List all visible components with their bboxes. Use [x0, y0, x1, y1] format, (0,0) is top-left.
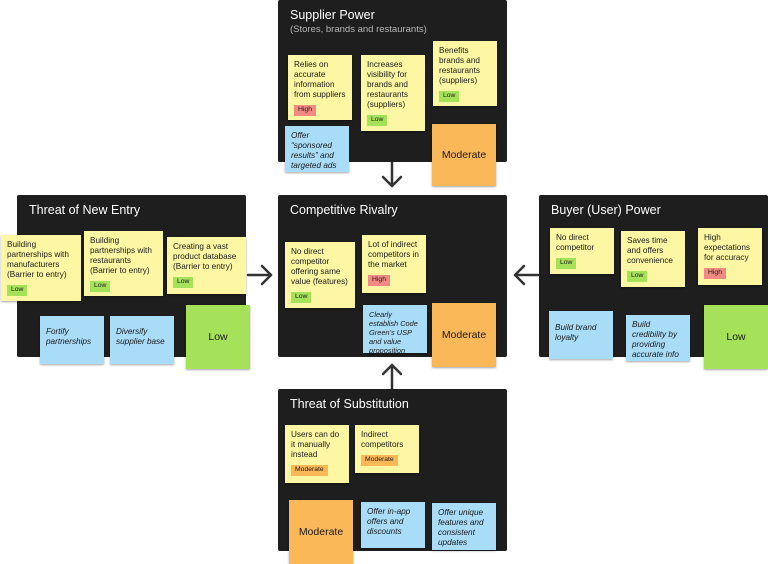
sticky-note-supplier-3[interactable]: Benefits brands and restaurants (supplie…: [433, 41, 497, 106]
sticky-note-buyer-action-1[interactable]: Build brand loyalty: [549, 311, 613, 359]
sticky-note-rivalry-action[interactable]: Clearly establish Code Green’s USP and v…: [363, 305, 427, 355]
rating-threat-of-substitution[interactable]: Moderate: [289, 500, 353, 564]
supplier-power-title: Supplier Power: [290, 8, 375, 22]
sticky-note-entry-action-2[interactable]: Diversify supplier base: [110, 316, 174, 364]
level-badge: Moderate: [291, 465, 328, 476]
sticky-note-substitution-2[interactable]: Indirect competitors Moderate: [355, 425, 419, 473]
sticky-note-substitution-action-1[interactable]: Offer in-app offers and discounts: [361, 502, 425, 548]
sticky-note-substitution-action-2[interactable]: Offer unique features and consistent upd…: [432, 503, 496, 550]
level-badge: Low: [173, 277, 194, 288]
level-badge: Low: [7, 285, 28, 296]
sticky-note-buyer-1[interactable]: No direct competitor Low: [550, 228, 614, 274]
sticky-note-supplier-1[interactable]: Relies on accurate information from supp…: [288, 55, 352, 120]
level-badge: Low: [90, 281, 111, 292]
rating-threat-of-new-entry[interactable]: Low: [186, 305, 250, 369]
sticky-note-buyer-3[interactable]: High expectations for accuracy High: [698, 228, 762, 285]
competitive-rivalry-title: Competitive Rivalry: [290, 203, 398, 217]
level-badge: Low: [627, 271, 648, 282]
threat-of-substitution-title: Threat of Substitution: [290, 397, 409, 411]
level-badge: Low: [367, 115, 388, 126]
buyer-power-title: Buyer (User) Power: [551, 203, 661, 217]
sticky-note-buyer-2[interactable]: Saves time and offers convenience Low: [621, 231, 685, 287]
sticky-note-entry-3[interactable]: Creating a vast product database (Barrie…: [167, 237, 246, 294]
arrow-substitution-to-rivalry: [381, 363, 403, 391]
rating-supplier-power[interactable]: Moderate: [432, 124, 496, 186]
level-badge: High: [368, 275, 390, 286]
level-badge: Low: [556, 258, 577, 269]
rating-competitive-rivalry[interactable]: Moderate: [432, 303, 496, 367]
rating-buyer-power[interactable]: Low: [704, 305, 768, 369]
level-badge: Low: [439, 91, 460, 102]
threat-of-new-entry-title: Threat of New Entry: [29, 203, 141, 217]
sticky-note-substitution-1[interactable]: Users can do it manually instead Moderat…: [285, 425, 349, 483]
supplier-power-subtitle: (Stores, brands and restaurants): [290, 24, 427, 35]
sticky-note-rivalry-2[interactable]: Lot of indirect competitors in the marke…: [362, 235, 426, 293]
level-badge: Low: [291, 292, 312, 303]
sticky-note-rivalry-1[interactable]: No direct competitor offering same value…: [285, 242, 355, 308]
sticky-note-entry-action-1[interactable]: Fortify partnerships: [40, 316, 104, 364]
sticky-note-entry-1[interactable]: Building partnerships with manufacturers…: [1, 235, 81, 301]
sticky-note-supplier-action[interactable]: Offer “sponsored results” and targeted a…: [285, 126, 349, 172]
sticky-note-supplier-2[interactable]: Increases visibility for brands and rest…: [361, 55, 425, 131]
sticky-note-entry-2[interactable]: Building partnerships with restaurants (…: [84, 231, 163, 296]
arrow-entry-to-rivalry: [246, 264, 273, 286]
arrow-buyer-to-rivalry: [513, 264, 540, 286]
level-badge: High: [294, 105, 316, 116]
level-badge: Moderate: [361, 455, 398, 466]
arrow-supplier-to-rivalry: [381, 160, 403, 188]
sticky-note-buyer-action-2[interactable]: Build credibility by providing accurate …: [626, 315, 690, 361]
level-badge: High: [704, 268, 726, 279]
